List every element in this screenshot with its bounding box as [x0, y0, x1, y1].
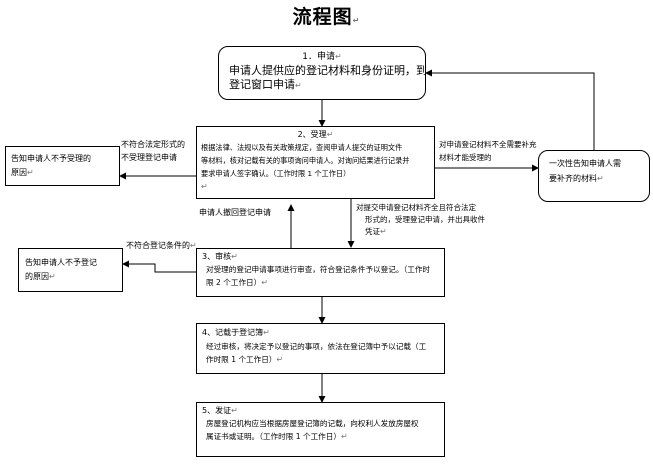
label-accepted-1: 对提交申请登记材料齐全且符合法定	[356, 203, 476, 212]
label-withdraw: 申请人撤回登记申请	[199, 208, 271, 217]
supplement-line-2: 要补齐的材料↵	[549, 174, 604, 183]
return-mark: ↵	[201, 182, 208, 191]
step-accept-box: 2、受理↵ 根据法律、法规以及有关政策规定，查阅申请人提交的证明文件 等材料，核…	[196, 126, 435, 199]
step-accept-line-1: 根据法律、法规以及有关政策规定，查阅申请人提交的证明文件	[201, 143, 403, 152]
step-review-box: 3、审核↵ 对受理的登记申请事项进行审查，符合登记条件予以登记。（工作时 限 2…	[196, 248, 445, 297]
reject-register-box: 告知申请人不予登记 的原因↵	[18, 248, 123, 292]
step-apply-line-1: 申请人提供应的登记材料和身份证明，到	[229, 64, 427, 77]
reject-accept-line-1: 告知申请人不予受理的	[11, 154, 91, 163]
step-issue-line-2: 属证书或证明。（工作时限 1 个工作日）↵	[206, 432, 348, 441]
step-accept-line-3: 要求申请人签字确认。（工作时限 1 个工作日）	[201, 169, 351, 178]
step-register-line-2: 作时限 1 个工作日）↵	[206, 355, 284, 364]
step-apply-box: 1．申请↵ 申请人提供应的登记材料和身份证明，到 登记窗口申请↵	[218, 46, 427, 100]
reject-register-line-2: 的原因↵	[25, 272, 56, 281]
label-not-legal-form-2: 不受理登记申请	[121, 153, 177, 162]
step-review-heading: 3、审核↵	[202, 252, 238, 261]
step-apply-heading: 1．申请↵	[302, 52, 342, 62]
arrow-supplement-to-apply	[425, 69, 595, 150]
label-not-meet-conditions: 不符合登记条件的↵	[126, 241, 197, 250]
reject-accept-box: 告知申请人不予受理的 原因↵	[5, 146, 120, 186]
step-register-line-1: 经过审核，将决定予以登记的事项，依法在登记簿中予以记载（工	[206, 342, 427, 351]
supplement-line-1: 一次性告知申请人需	[549, 159, 621, 168]
step-register-heading: 4、记载于登记簿↵	[202, 328, 270, 337]
step-accept-line-2: 等材料，核对记载有关的事项询问申请人。对询问结果进行记录并	[201, 156, 410, 165]
label-accepted-3: 凭证↵	[365, 227, 387, 236]
label-incomplete-materials-1: 对申请登记材料不全需要补充	[439, 140, 537, 149]
page-title: 流程图↵	[292, 6, 361, 28]
step-issue-heading: 5、发证↵	[202, 406, 238, 415]
label-accepted-2: 形式的，受理登记申请，并出具收件	[365, 215, 485, 224]
step-review-line-2: 限 2 个工作日）↵	[206, 278, 268, 287]
reject-register-line-1: 告知申请人不予登记	[25, 258, 97, 267]
label-not-legal-form-1: 不符合法定形式的	[121, 140, 185, 149]
step-issue-box: 5、发证↵ 房屋登记机构应当根据房屋登记簿的记载，向权利人发放房屋权 属证书或证…	[196, 402, 445, 457]
step-issue-line-1: 房屋登记机构应当根据房屋登记簿的记载，向权利人发放房屋权	[206, 419, 419, 428]
supplement-box: 一次性告知申请人需 要补齐的材料↵	[538, 150, 650, 202]
arrow-review-to-reject	[122, 260, 196, 273]
reject-accept-line-2: 原因↵	[11, 168, 34, 177]
step-register-box: 4、记载于登记簿↵ 经过审核，将决定予以登记的事项，依法在登记簿中予以记载（工 …	[196, 323, 445, 374]
step-review-line-1: 对受理的登记申请事项进行审查，符合登记条件予以登记。（工作时	[206, 265, 431, 274]
step-accept-heading: 2、受理↵	[297, 130, 334, 139]
step-apply-line-2: 登记窗口申请↵	[229, 78, 302, 91]
label-incomplete-materials-2: 材料才能受理的	[439, 153, 492, 162]
